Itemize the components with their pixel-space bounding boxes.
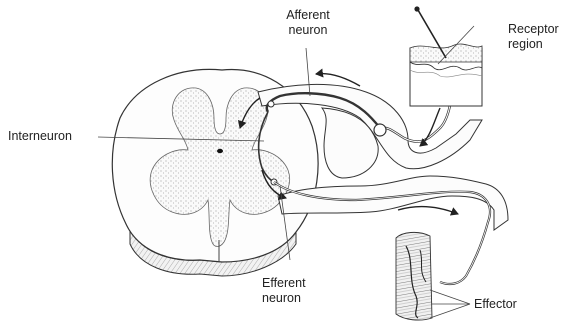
effector-muscle <box>396 232 432 320</box>
effector-label: Effector <box>474 297 517 312</box>
afferent-label-line2: neuron <box>272 23 344 38</box>
receptor-label-line2: region <box>508 37 574 52</box>
leader-effector-3 <box>430 304 470 318</box>
efferent-label-line2: neuron <box>262 291 306 306</box>
efferent-label-line1: Efferent <box>262 276 306 291</box>
interneuron-label-text: Interneuron <box>8 129 72 144</box>
afferent-neuron-label: Afferent neuron <box>272 8 344 38</box>
leader-effector-1 <box>430 290 470 304</box>
receptor-label-line1: Receptor <box>508 22 574 37</box>
arrow-to-effector <box>398 207 458 214</box>
afferent-cell-body <box>374 124 386 136</box>
receptor-region-label: Receptor region <box>508 22 574 52</box>
effector-label-text: Effector <box>474 297 517 312</box>
central-canal <box>217 149 223 153</box>
efferent-neuron-label: Efferent neuron <box>262 276 306 306</box>
interneuron-label: Interneuron <box>8 129 72 144</box>
afferent-label-line1: Afferent <box>272 8 344 23</box>
receptor-skin <box>410 6 482 106</box>
